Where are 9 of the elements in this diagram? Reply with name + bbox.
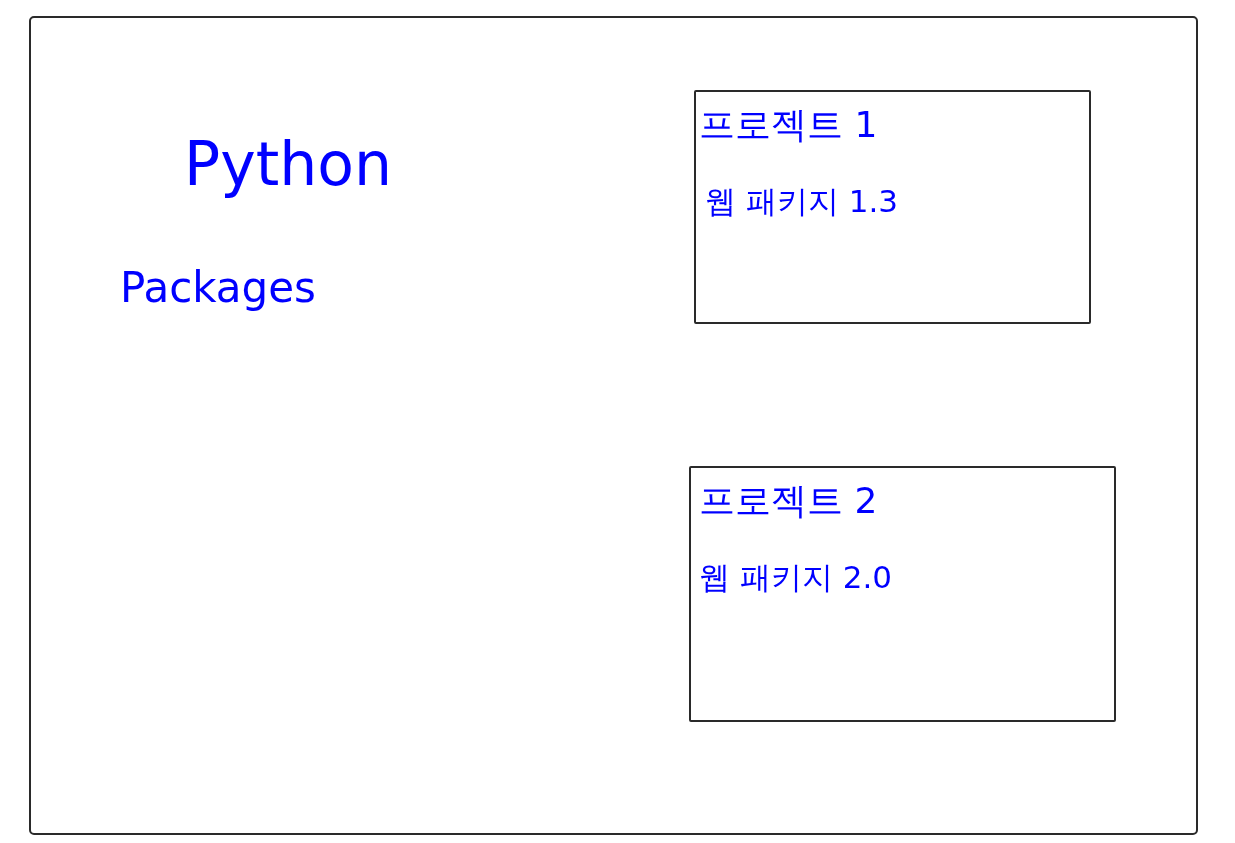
- box-text: 웹 패키지 1.3: [705, 184, 898, 220]
- project-box: [689, 466, 1116, 722]
- box-heading: 프로젝트 2: [699, 480, 878, 522]
- box-text: 웹 패키지 2.0: [699, 560, 892, 596]
- subtitle-text: Packages: [120, 264, 316, 313]
- outer-frame: [29, 16, 1198, 835]
- box-heading: 프로젝트 1: [699, 104, 878, 146]
- title-text: Python: [184, 130, 392, 199]
- project-box: [694, 90, 1091, 324]
